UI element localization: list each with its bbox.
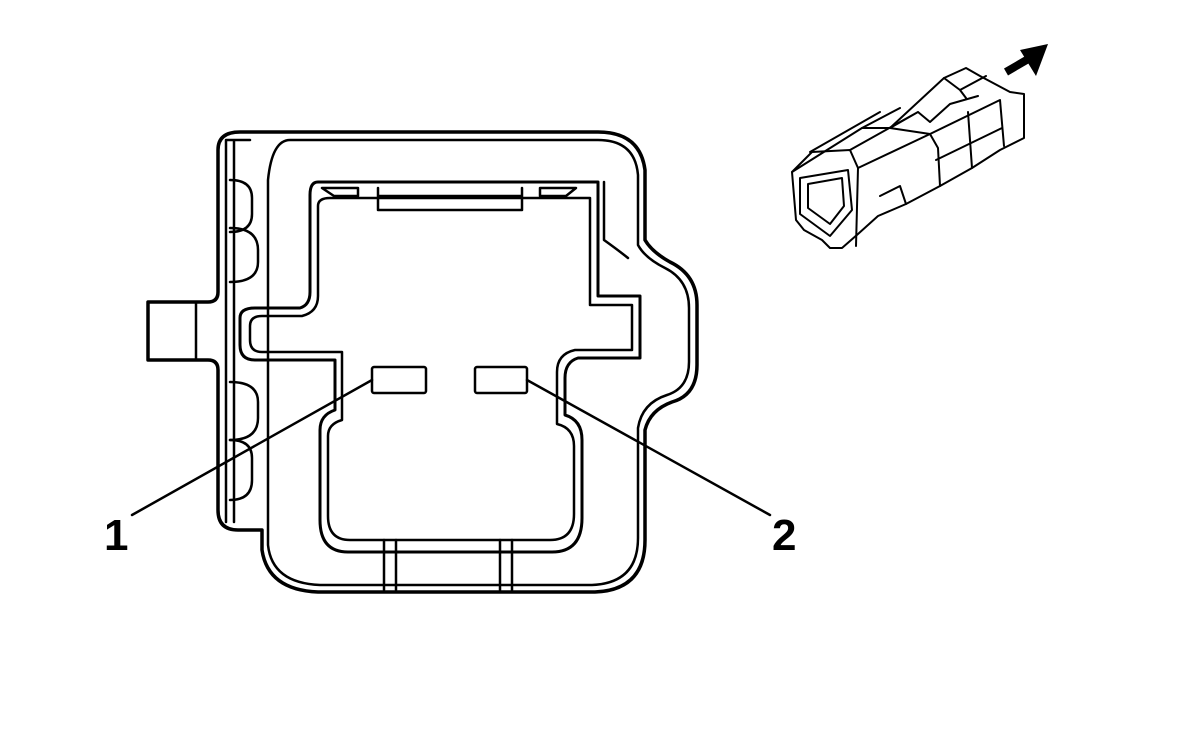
plug-front-slot <box>807 177 845 225</box>
top-left-latch-notch <box>320 186 360 198</box>
plug-side-ribs <box>857 99 1005 187</box>
arrow-up-right-icon <box>1003 44 1048 76</box>
left-rib-strip <box>224 138 252 524</box>
left-rib-upper-bump-2 <box>228 226 260 284</box>
plug-front-face <box>791 149 859 247</box>
arrow-shaft <box>1003 54 1033 76</box>
left-rib-lower-bump <box>228 380 260 442</box>
top-latch-window <box>376 186 524 212</box>
plug-top-ridges <box>809 75 987 153</box>
connector-face-view <box>146 130 699 594</box>
leader-line-1 <box>130 378 374 517</box>
terminal-2 <box>473 365 529 395</box>
callout-number-2: 2 <box>772 511 796 560</box>
connector-housing-inner-contour <box>266 138 691 587</box>
inner-cavity-contour <box>248 196 634 542</box>
right-wall-detail <box>602 180 630 260</box>
connector-housing-outline <box>146 130 699 594</box>
connector-plug-icon <box>791 67 1025 249</box>
callouts: 1 2 <box>104 378 796 560</box>
callout-number-1: 1 <box>104 511 128 560</box>
terminal-1 <box>370 365 428 395</box>
bottom-rib-right <box>498 538 514 592</box>
arrow-head <box>1020 44 1048 76</box>
bottom-rib-left <box>382 538 398 592</box>
inner-cavity-outline <box>238 180 642 554</box>
leader-line-2 <box>525 378 772 517</box>
plug-latch-tab <box>879 185 907 205</box>
left-rib-lower-bump-2 <box>228 438 254 502</box>
top-right-latch-notch <box>538 186 578 198</box>
